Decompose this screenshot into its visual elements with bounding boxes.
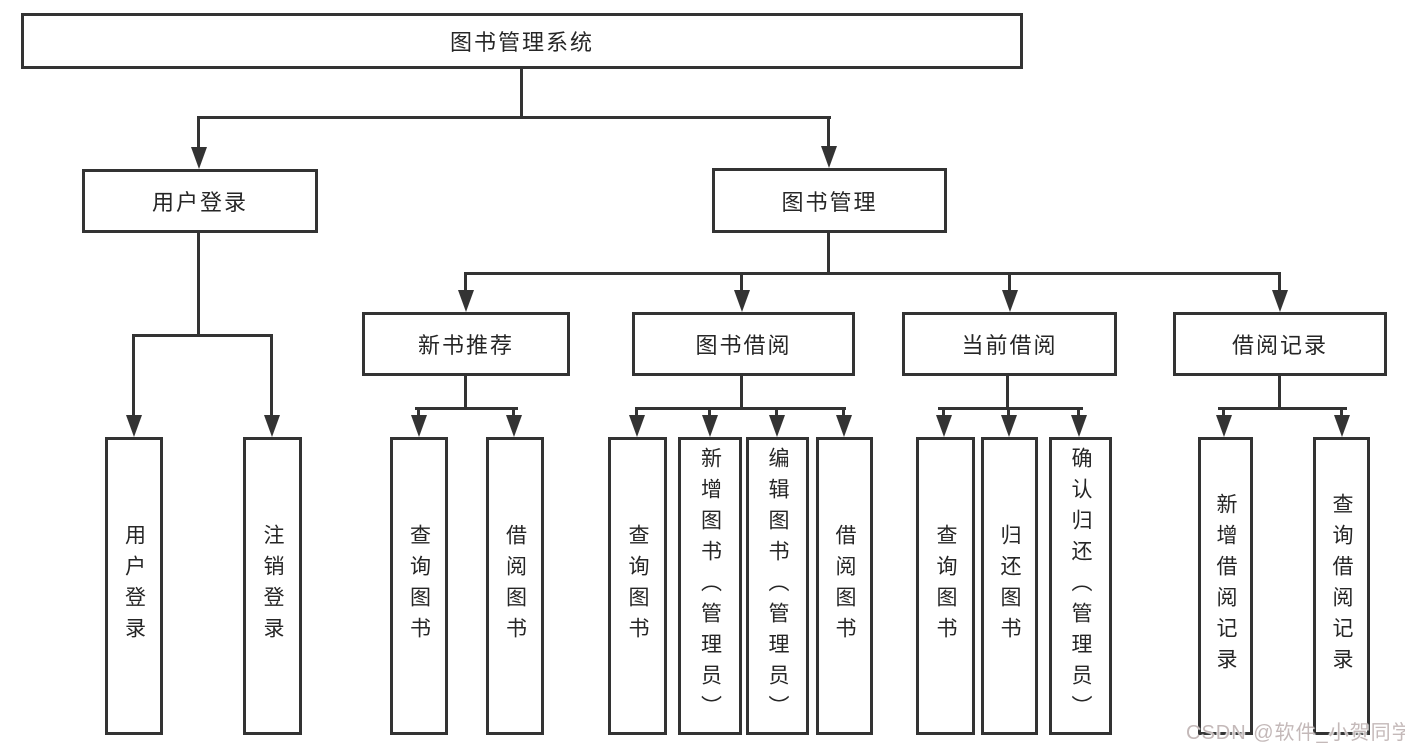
connector-book-borrowing-drop [740, 272, 743, 296]
connector-leaf-logout-drop [270, 334, 273, 422]
leaf-logout-label: 注销登录 [261, 524, 284, 648]
connector-current-borrowing-drop [1008, 272, 1011, 296]
leaf-current-query-books: 查询图书 [916, 437, 975, 735]
connector-recommend-rail [415, 407, 518, 410]
leaf-records-query-record-label: 查询借阅记录 [1330, 493, 1353, 679]
leaf-recommend-borrow-books: 借阅图书 [486, 437, 544, 735]
leaf-records-query-record: 查询借阅记录 [1313, 437, 1370, 735]
leaf-current-confirm-return-admin-label: 确认归还（管理员） [1069, 446, 1092, 726]
arrow-into-borrowing-borrow-books [836, 415, 852, 437]
leaf-recommend-query-books: 查询图书 [390, 437, 448, 735]
arrow-into-current-query-books [936, 415, 952, 437]
connector-level2-rail [197, 116, 831, 119]
connector-user-login-drop [197, 116, 200, 154]
leaf-current-confirm-return-admin: 确认归还（管理员） [1049, 437, 1112, 735]
leaf-recommend-borrow-books-label: 借阅图书 [503, 524, 527, 648]
node-user-login: 用户登录 [82, 169, 318, 233]
connector-new-book-recommend-drop [464, 272, 467, 296]
connector-recommend-stem [464, 375, 467, 410]
csdn-watermark: CSDN @软件_小贺同学 [1186, 722, 1405, 744]
leaf-current-return-books-label: 归还图书 [998, 524, 1021, 648]
arrow-into-records-add-record [1216, 415, 1232, 437]
leaf-borrowing-query-books-label: 查询图书 [626, 524, 649, 648]
arrow-into-borrowing-query-books [629, 415, 645, 437]
arrow-into-recommend-borrow-books [506, 415, 522, 437]
leaf-borrowing-add-books-admin: 新增图书（管理员） [678, 437, 742, 735]
leaf-records-add-record-label: 新增借阅记录 [1214, 493, 1237, 679]
arrow-into-user-login [191, 147, 207, 169]
connector-borrowing-borrow-drop [842, 407, 845, 421]
leaf-borrowing-borrow-books-label: 借阅图书 [833, 524, 856, 648]
arrow-into-borrowing-add-books [702, 415, 718, 437]
arrow-into-borrowing-edit-books [769, 415, 785, 437]
leaf-borrowing-add-books-admin-label: 新增图书（管理员） [698, 446, 722, 726]
node-book-management: 图书管理 [712, 168, 947, 233]
connector-borrow-records-drop [1278, 272, 1281, 296]
connector-records-add-drop [1222, 407, 1225, 421]
arrow-into-current-borrowing [1002, 290, 1018, 312]
leaf-records-add-record: 新增借阅记录 [1198, 437, 1253, 735]
connector-recommend-borrow-drop [512, 407, 515, 421]
connector-user-login-rail [132, 334, 273, 337]
leaf-borrowing-edit-books-admin-label: 编辑图书（管理员） [766, 446, 789, 726]
arrow-into-recommend-query-books [411, 415, 427, 437]
arrow-into-leaf-user-login [126, 415, 142, 437]
connector-borrowing-stem [740, 375, 743, 410]
connector-records-stem [1278, 375, 1281, 410]
connector-current-query-drop [942, 407, 945, 421]
arrow-into-current-return-books [1001, 415, 1017, 437]
connector-level3-rail [464, 272, 1281, 275]
leaf-borrowing-edit-books-admin: 编辑图书（管理员） [746, 437, 809, 735]
connector-borrowing-add-drop [708, 407, 711, 421]
node-book-borrowing: 图书借阅 [632, 312, 855, 376]
leaf-user-login-label: 用户登录 [122, 524, 146, 648]
leaf-user-login: 用户登录 [105, 437, 163, 735]
connector-book-management-drop [827, 116, 830, 153]
node-borrow-records: 借阅记录 [1173, 312, 1387, 376]
leaf-borrowing-borrow-books: 借阅图书 [816, 437, 873, 735]
connector-current-rail [938, 407, 1083, 410]
connector-root-stem [520, 69, 523, 119]
connector-current-return-drop [1007, 407, 1010, 421]
connector-current-stem [1006, 375, 1009, 410]
connector-book-management-stem [827, 233, 830, 275]
leaf-recommend-query-books-label: 查询图书 [407, 524, 431, 648]
connector-recommend-query-drop [417, 407, 420, 421]
node-new-book-recommend: 新书推荐 [362, 312, 570, 376]
arrow-into-book-borrowing [734, 290, 750, 312]
arrow-into-new-book-recommend [458, 290, 474, 312]
arrow-into-leaf-logout [264, 415, 280, 437]
arrow-into-records-query-record [1334, 415, 1350, 437]
connector-borrowing-query-drop [635, 407, 638, 421]
arrow-into-current-confirm-return [1071, 415, 1087, 437]
leaf-borrowing-query-books: 查询图书 [608, 437, 667, 735]
arrow-into-borrow-records [1272, 290, 1288, 312]
connector-user-login-stem [197, 232, 200, 337]
node-library-management-system: 图书管理系统 [21, 13, 1023, 69]
leaf-current-query-books-label: 查询图书 [934, 524, 957, 648]
leaf-logout: 注销登录 [243, 437, 302, 735]
connector-records-rail [1218, 407, 1347, 410]
connector-current-confirm-drop [1077, 407, 1080, 421]
connector-borrowing-rail [635, 407, 846, 410]
node-current-borrowing: 当前借阅 [902, 312, 1117, 376]
connector-records-query-drop [1340, 407, 1343, 421]
connector-leaf-user-login-drop [132, 334, 135, 422]
connector-borrowing-edit-drop [775, 407, 778, 421]
leaf-current-return-books: 归还图书 [981, 437, 1038, 735]
arrow-into-book-management [821, 146, 837, 168]
